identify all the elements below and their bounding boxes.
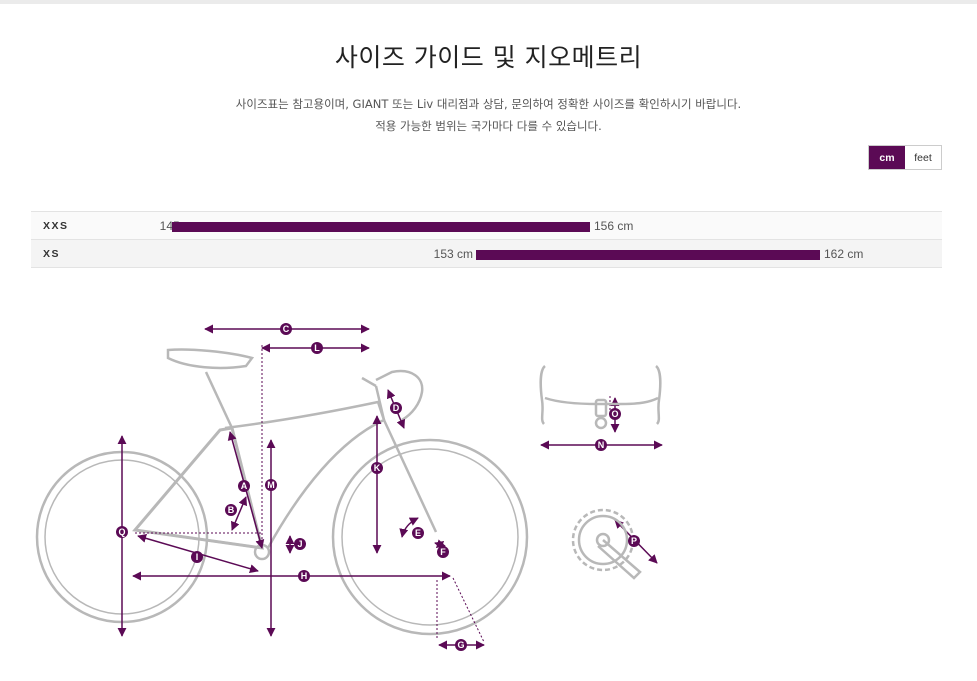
dimension-marker-g: G	[455, 639, 467, 651]
svg-text:G: G	[457, 640, 464, 650]
unit-cm-button[interactable]: cm	[869, 146, 905, 169]
dimension-marker-c: C	[280, 323, 292, 335]
svg-text:J: J	[297, 539, 302, 549]
region-note: 적용 가능한 범위는 국가마다 다를 수 있습니다.	[375, 119, 602, 133]
size-label: XS	[43, 248, 61, 260]
dimension-marker-k: K	[371, 462, 383, 474]
unit-feet-button[interactable]: feet	[905, 146, 941, 169]
svg-text:C: C	[283, 324, 290, 334]
bicycle-illustration	[35, 348, 529, 636]
svg-text:B: B	[228, 505, 235, 515]
svg-text:E: E	[415, 528, 421, 538]
dimension-marker-f: F	[437, 546, 449, 558]
svg-text:O: O	[611, 409, 618, 419]
geometry-diagram: A B C D E F G H I J K L M N O P Q	[35, 323, 663, 651]
svg-text:Q: Q	[118, 527, 125, 537]
size-row-xs: XS 153 cm 162 cm	[31, 239, 942, 268]
top-divider	[0, 0, 977, 4]
dimension-marker-m: M	[265, 479, 277, 491]
height-range-bar	[476, 250, 820, 260]
page-title: 사이즈 가이드 및 지오메트리	[334, 43, 643, 72]
dimension-marker-q: Q	[116, 526, 128, 538]
svg-text:I: I	[196, 552, 199, 562]
svg-text:D: D	[393, 403, 400, 413]
dimension-marker-e: E	[412, 527, 424, 539]
dimension-marker-l: L	[311, 342, 323, 354]
height-min: 153 cm	[433, 247, 473, 261]
svg-text:K: K	[374, 463, 381, 473]
dimension-marker-n: N	[595, 439, 607, 451]
dimension-marker-a: A	[238, 480, 250, 492]
dimension-marker-j: J	[294, 538, 306, 550]
dimension-marker-i: I	[191, 551, 203, 563]
height-range-bar	[172, 222, 590, 232]
size-guide-description: 사이즈표는 참고용이며, GIANT 또는 Liv 대리점과 상담, 문의하여 …	[235, 97, 742, 111]
height-max: 162 cm	[824, 247, 864, 261]
svg-text:M: M	[267, 480, 275, 490]
dimension-marker-b: B	[225, 504, 237, 516]
dimension-marker-p: P	[628, 535, 640, 547]
size-label: XXS	[43, 220, 69, 232]
svg-text:A: A	[241, 481, 248, 491]
svg-text:N: N	[598, 440, 605, 450]
handlebar-illustration	[539, 365, 662, 430]
svg-text:L: L	[314, 343, 320, 353]
svg-text:H: H	[301, 571, 308, 581]
height-max: 156 cm	[594, 219, 634, 233]
unit-toggle: cm feet	[868, 145, 942, 170]
dimension-marker-d: D	[390, 402, 402, 414]
svg-text:F: F	[440, 547, 446, 557]
dimension-marker-o: O	[609, 408, 621, 420]
svg-text:P: P	[631, 536, 637, 546]
dimension-marker-h: H	[298, 570, 310, 582]
size-row-xxs: XXS 145 cm 156 cm	[31, 211, 942, 239]
